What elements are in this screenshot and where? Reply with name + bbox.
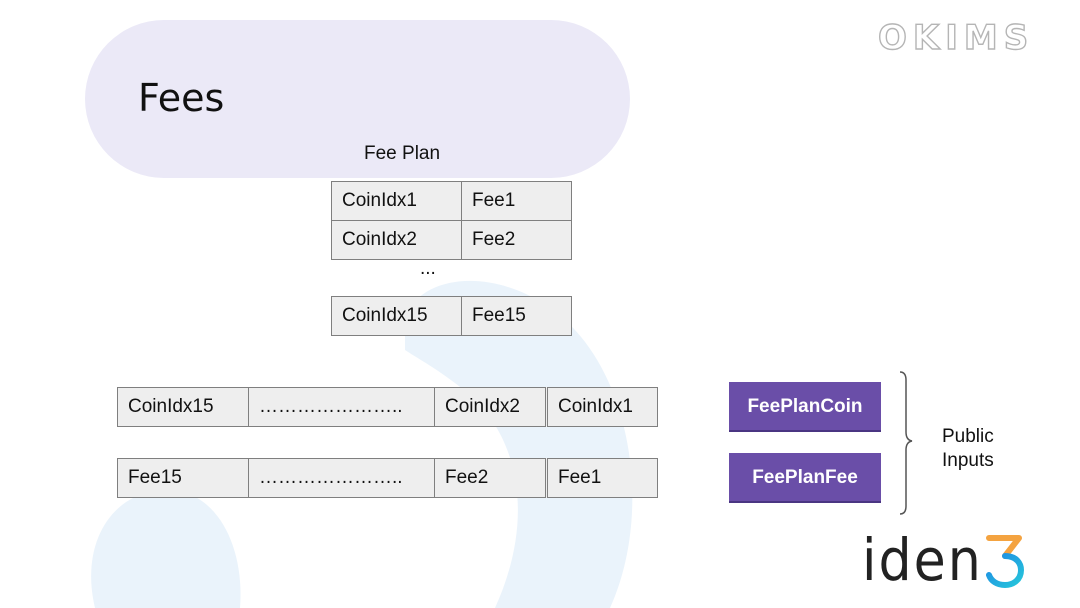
fee-plan-fee-cell: Fee2	[461, 220, 572, 260]
fee-array-cell: …………………..	[248, 458, 435, 498]
fee-plan-coin-box: FeePlanCoin	[729, 382, 881, 432]
fee-array-cell: Fee1	[547, 458, 658, 498]
coin-array-cell: CoinIdx2	[434, 387, 546, 427]
fee-plan-last-row: CoinIdx15 Fee15	[331, 296, 572, 336]
fee-array-cell: Fee2	[434, 458, 546, 498]
title-pill-background	[85, 20, 630, 178]
fee-plan-fee-cell: Fee15	[461, 296, 572, 336]
fee-plan-caption: Fee Plan	[364, 143, 441, 164]
curly-brace-icon	[899, 371, 913, 515]
fee-plan-coin-cell: CoinIdx2	[331, 220, 462, 260]
coin-array-cell: …………………..	[248, 387, 435, 427]
fee-plan-coin-cell: CoinIdx1	[331, 181, 462, 221]
fee-plan-fee-box: FeePlanFee	[729, 453, 881, 503]
fee-plan-table: CoinIdx1 Fee1 CoinIdx2 Fee2	[331, 181, 572, 260]
fee-plan-ellipsis: ...	[420, 258, 436, 279]
fee-plan-row: CoinIdx2 Fee2	[331, 220, 572, 260]
fee-array: Fee15 ………………….. Fee2 Fee1	[117, 458, 658, 498]
coin-array-cell: CoinIdx1	[547, 387, 658, 427]
public-inputs-line1: Public	[942, 426, 994, 447]
coin-index-array: CoinIdx15 ………………….. CoinIdx2 CoinIdx1	[117, 387, 658, 427]
iden3-logo: iden	[862, 526, 1025, 594]
coin-array-cell: CoinIdx15	[117, 387, 249, 427]
fee-plan-row: CoinIdx1 Fee1	[331, 181, 572, 221]
iden3-three-mark-icon	[985, 535, 1024, 588]
background-arc-shape	[405, 280, 633, 608]
background-blob-shape	[91, 489, 241, 608]
fee-array-cell: Fee15	[117, 458, 249, 498]
fee-plan-coin-cell: CoinIdx15	[331, 296, 462, 336]
slide-title: Fees	[138, 76, 225, 120]
iden3-logo-text: iden	[862, 526, 983, 594]
public-inputs-line2: Inputs	[942, 450, 994, 471]
fee-plan-fee-cell: Fee1	[461, 181, 572, 221]
public-inputs-label: Public Inputs	[942, 425, 994, 473]
okims-logo: OKIMS	[877, 17, 1035, 58]
